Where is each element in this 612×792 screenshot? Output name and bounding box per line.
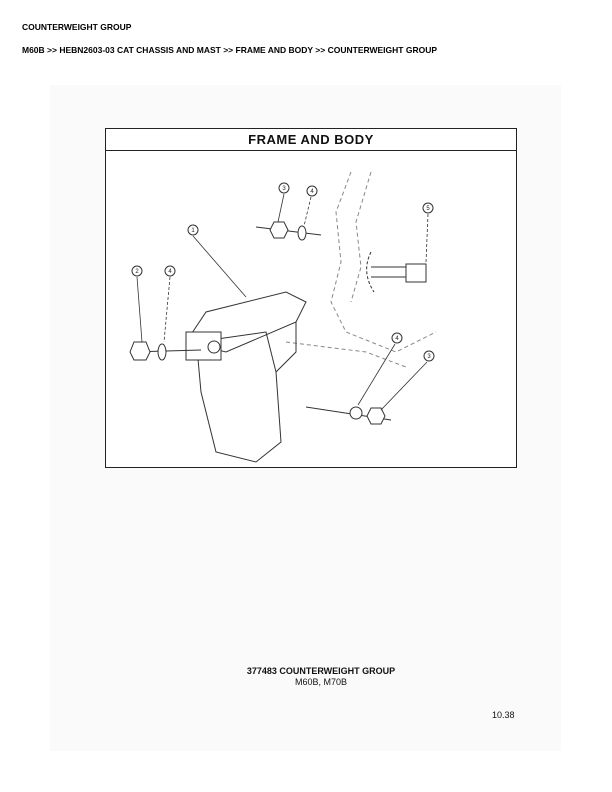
diagram-title: FRAME AND BODY bbox=[106, 129, 516, 151]
figure-caption: 377483 COUNTERWEIGHT GROUP bbox=[246, 666, 396, 676]
callout-3: 3 bbox=[427, 354, 431, 360]
page-title: COUNTERWEIGHT GROUP bbox=[22, 22, 132, 32]
callout-4: 4 bbox=[395, 336, 399, 342]
callout-5: 5 bbox=[426, 206, 430, 212]
callout-1: 1 bbox=[191, 228, 195, 234]
page-number: 10.38 bbox=[492, 710, 515, 720]
callout-4: 4 bbox=[168, 269, 172, 275]
callout-labels bbox=[131, 182, 435, 362]
exploded-view-drawing: 3 4 5 1 2 4 4 3 bbox=[129, 171, 437, 463]
document-page: FRAME AND BODY bbox=[50, 85, 561, 751]
callout-2: 2 bbox=[135, 269, 139, 275]
callout-3: 3 bbox=[282, 186, 286, 192]
figure-models: M60B, M70B bbox=[294, 677, 348, 687]
parts-diagram: FRAME AND BODY bbox=[105, 128, 517, 468]
breadcrumb: M60B >> HEBN2603-03 CAT CHASSIS AND MAST… bbox=[22, 45, 438, 55]
callout-4: 4 bbox=[310, 189, 314, 195]
